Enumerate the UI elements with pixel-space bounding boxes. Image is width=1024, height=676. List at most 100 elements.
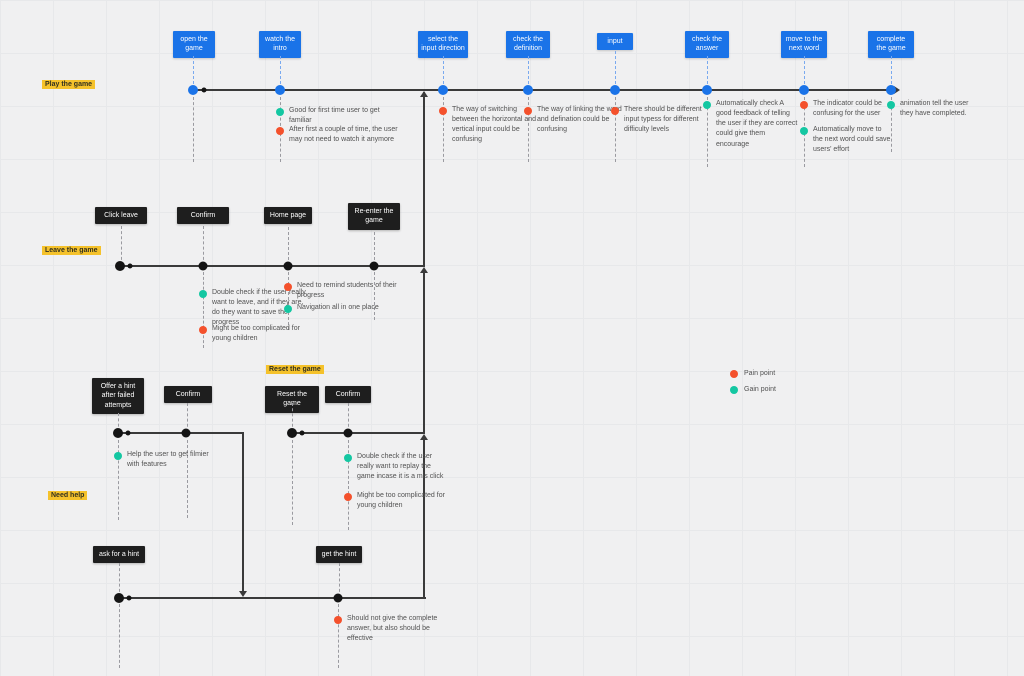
dropline-get-hint — [339, 563, 340, 597]
pain-point-dot — [284, 283, 292, 291]
dropline-answer-notes — [707, 97, 708, 167]
dropline-complete-notes — [891, 97, 892, 152]
timeline-start-dot — [299, 430, 305, 436]
connector-hint-down — [242, 433, 244, 591]
timeline-node-dot — [438, 85, 448, 95]
note-reset-confirm-gain[interactable]: Double check if the user really want to … — [357, 453, 444, 481]
note-reset-confirm-pain[interactable]: Might be too complicated for young child… — [357, 492, 445, 510]
dropline-re-enter — [374, 232, 375, 265]
action-get-the-hint[interactable]: get the hint — [316, 546, 362, 564]
pain-point-dot — [344, 493, 352, 501]
dropline-confirm-reset-notes — [348, 440, 349, 530]
timeline-node-dot — [343, 428, 353, 438]
note-hint-pain[interactable]: Should not give the complete answer, but… — [347, 615, 438, 643]
dropline-ask-hint-notes — [119, 604, 120, 668]
connector-hint-down-arrow — [239, 591, 247, 597]
step-select-input-direction[interactable]: select the input direction — [418, 31, 468, 58]
dropline-reset-game — [292, 403, 293, 432]
gain-point-dot — [887, 101, 895, 109]
note-input-pain[interactable]: There should be different input typess f… — [624, 106, 702, 134]
note-next-pain[interactable]: The indicator could be confusing for the… — [813, 100, 882, 118]
legend-pain-dot — [730, 370, 738, 378]
note-next-gain[interactable]: Automatically move to the next word coul… — [813, 126, 891, 154]
dropline-definition — [528, 56, 529, 89]
dropline-definition-notes — [528, 97, 529, 162]
dropline-confirm-hint — [187, 403, 188, 432]
note-leave-confirm-pain[interactable]: Might be too complicated for young child… — [212, 325, 300, 343]
lane-label-leave-the-game[interactable]: Leave the game — [42, 246, 101, 255]
pain-point-dot — [276, 127, 284, 135]
note-leave-confirm-gain[interactable]: Double check if the user really want to … — [212, 289, 306, 327]
timeline-offer-hint — [118, 432, 244, 434]
note-watch-gain[interactable]: Good for first time user to get familiar — [289, 107, 380, 125]
dropline-get-hint-notes — [338, 604, 339, 668]
pain-point-dot — [439, 107, 447, 115]
action-reset-the-game[interactable]: Reset the game — [265, 386, 319, 413]
dropline-ask-hint — [119, 563, 120, 597]
note-answer-gain[interactable]: Automatically check A good feedback of t… — [716, 100, 798, 148]
action-ask-for-a-hint[interactable]: ask for a hint — [93, 546, 145, 564]
connector-leave-to-play-arrow — [420, 91, 428, 97]
gain-point-dot — [703, 101, 711, 109]
gain-point-dot — [284, 305, 292, 313]
dropline-home-page — [288, 227, 289, 265]
step-check-definition[interactable]: check the definition — [506, 31, 550, 58]
action-click-leave[interactable]: Click leave — [95, 207, 147, 225]
connector-hint-to-reset-arrow — [420, 434, 428, 440]
gain-point-dot — [344, 454, 352, 462]
timeline-play-the-game — [193, 89, 898, 91]
step-move-next-word[interactable]: move to the next word — [781, 31, 827, 58]
action-re-enter-the-game[interactable]: Re-enter the game — [348, 203, 400, 230]
pain-point-dot — [611, 107, 619, 115]
timeline-node-dot — [188, 85, 198, 95]
dropline-offer-hint — [118, 413, 119, 432]
legend-pain-label: Pain point — [744, 370, 776, 377]
timeline-end-arrow — [894, 86, 900, 94]
note-definition-pain[interactable]: The way of linking the word and definati… — [537, 106, 622, 134]
dropline-watch — [280, 56, 281, 89]
lane-label-need-help[interactable]: Need help — [48, 491, 88, 500]
note-offer-gain[interactable]: Help the user to get filmier with featur… — [127, 451, 209, 469]
dropline-re-enter-notes — [374, 272, 375, 320]
step-watch-the-intro[interactable]: watch the intro — [259, 31, 301, 58]
action-home-page[interactable]: Home page — [264, 207, 312, 225]
timeline-node-dot — [181, 428, 191, 438]
timeline-start-dot — [125, 430, 131, 436]
timeline-start-dot — [126, 595, 132, 601]
note-direction-pain[interactable]: The way of switching between the horizon… — [452, 106, 537, 144]
action-confirm-leave[interactable]: Confirm — [177, 207, 229, 225]
step-check-answer[interactable]: check the answer — [685, 31, 729, 58]
action-offer-a-hint[interactable]: Offer a hint after failed attempts — [92, 378, 144, 415]
dropline-confirm-hint-notes — [187, 440, 188, 518]
action-confirm-reset[interactable]: Confirm — [325, 386, 371, 404]
dropline-input — [615, 51, 616, 89]
step-open-the-game[interactable]: open the game — [173, 31, 215, 58]
step-complete-game[interactable]: complete the game — [868, 31, 914, 58]
timeline-node-dot — [886, 85, 896, 95]
timeline-node-dot — [369, 261, 379, 271]
action-confirm-hint[interactable]: Confirm — [164, 386, 212, 404]
timeline-node-dot — [333, 593, 343, 603]
note-watch-pain[interactable]: After first a couple of time, the user m… — [289, 126, 398, 144]
dropline-open — [193, 56, 194, 89]
timeline-start-dot — [201, 87, 207, 93]
dropline-confirm-leave-notes — [203, 272, 204, 348]
note-home-pain[interactable]: Need to remind students of their progres… — [297, 282, 397, 300]
pain-point-dot — [334, 616, 342, 624]
connector-leave-to-play — [423, 92, 425, 266]
dropline-reset-game-notes — [292, 440, 293, 525]
gain-point-dot — [199, 290, 207, 298]
lane-label-play-the-game[interactable]: Play the game — [42, 80, 96, 89]
note-home-gain[interactable]: Navigation all in one place — [297, 304, 379, 311]
connector-reset-to-leave — [423, 273, 425, 433]
timeline-node-dot — [283, 261, 293, 271]
note-complete-gain[interactable]: animation tell the user they have comple… — [900, 100, 969, 118]
step-input[interactable]: input — [597, 33, 633, 51]
timeline-node-dot — [610, 85, 620, 95]
lane-label-reset-the-game[interactable]: Reset the game — [266, 365, 324, 374]
timeline-node-dot — [198, 261, 208, 271]
timeline-node-dot — [114, 593, 124, 603]
dropline-complete — [891, 56, 892, 89]
timeline-node-dot — [275, 85, 285, 95]
